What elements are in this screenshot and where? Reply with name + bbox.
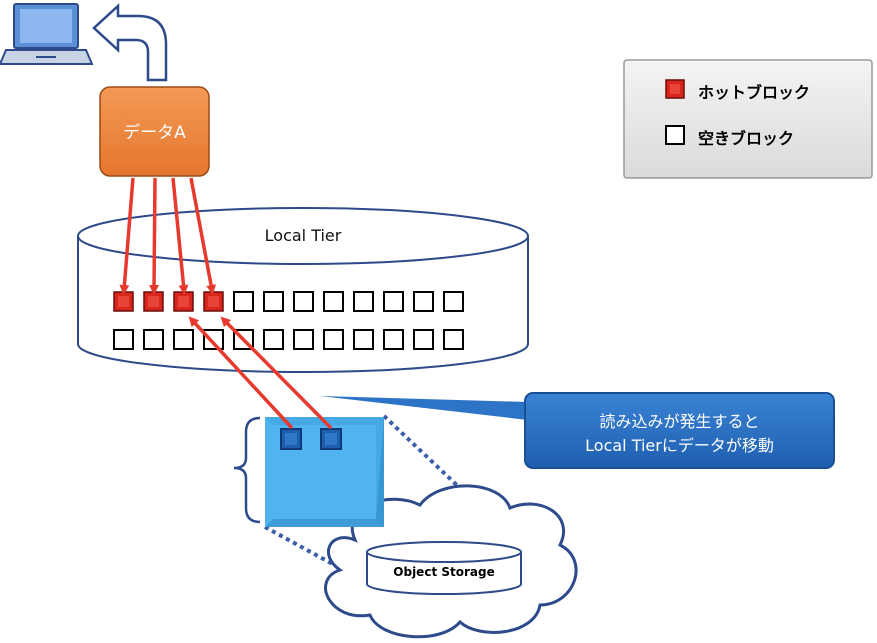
- object-storage-label: Object Storage: [393, 565, 495, 579]
- hot-block-face: [178, 296, 189, 307]
- empty-block: [353, 291, 374, 312]
- empty-block: [353, 329, 374, 350]
- data-a-box: [99, 86, 210, 177]
- migration-arrows: [188, 316, 333, 430]
- legend-empty-label: 空きブロック: [698, 129, 795, 148]
- callout-line2: Local Tierにデータが移動: [585, 436, 774, 455]
- hot-block-face: [118, 296, 129, 307]
- empty-block: [443, 329, 464, 350]
- empty-block: [323, 291, 344, 312]
- empty-block: [413, 329, 434, 350]
- data-a-label: データA: [123, 123, 186, 143]
- callout: [320, 392, 835, 469]
- legend-empty-swatch: [665, 125, 685, 145]
- callout-line1: 読み込みが発生すると: [599, 412, 760, 431]
- hot-block-face: [208, 296, 219, 307]
- hot-block-face: [148, 296, 159, 307]
- projection-line-bottom: [264, 525, 381, 592]
- local-tier-label: Local Tier: [264, 226, 342, 245]
- empty-block: [383, 291, 404, 312]
- legend-hot-label: ホットブロック: [698, 83, 811, 102]
- cylinder-icon: [366, 541, 522, 595]
- empty-block: [263, 329, 284, 350]
- empty-block: [113, 329, 134, 350]
- empty-block: [293, 329, 314, 350]
- laptop-icon: [0, 3, 94, 65]
- empty-block: [233, 291, 254, 312]
- empty-block: [293, 291, 314, 312]
- read-connectors: [119, 177, 216, 295]
- block-grid: [113, 291, 464, 350]
- empty-block: [203, 329, 224, 350]
- empty-block: [443, 291, 464, 312]
- legend-box: [623, 59, 873, 179]
- empty-block: [173, 329, 194, 350]
- empty-block: [143, 329, 164, 350]
- empty-block: [263, 291, 284, 312]
- bracket: [233, 416, 261, 524]
- return-arrow-icon: [92, 3, 168, 82]
- empty-block: [383, 329, 404, 350]
- empty-block: [413, 291, 434, 312]
- empty-block: [323, 329, 344, 350]
